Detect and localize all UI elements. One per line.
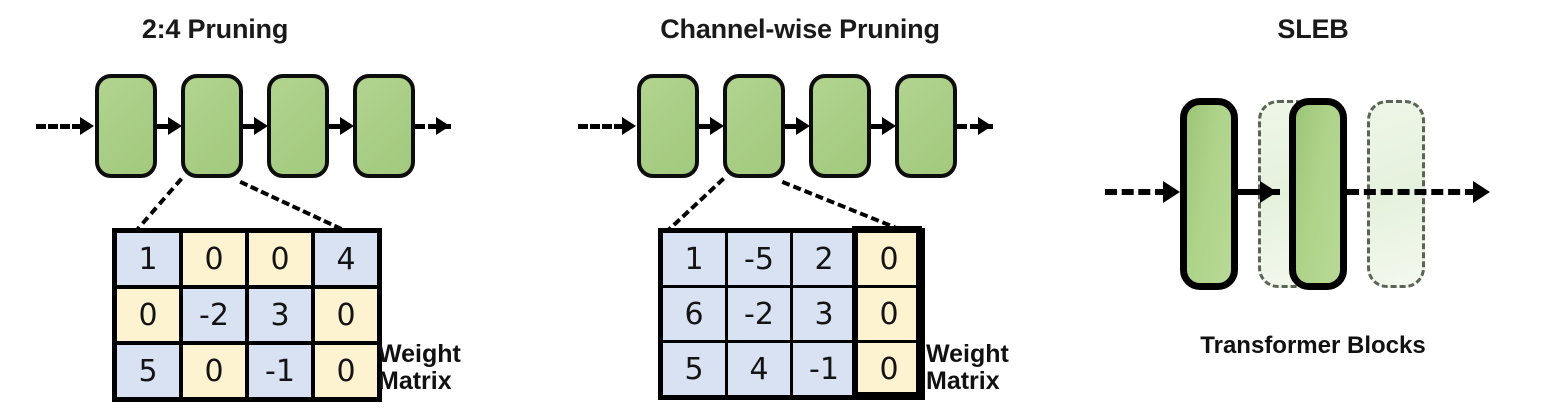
matrix-cell: 0	[858, 233, 920, 285]
connector-arrow-line-3	[329, 124, 343, 129]
matrix-cell: 0	[183, 345, 245, 397]
sleb-block-kept-2[interactable]	[1289, 98, 1347, 290]
panel-title-sleb: SLEB	[1277, 14, 1349, 44]
panel-sleb: SLEB Transformer Blocks	[1070, 0, 1556, 408]
connector-arrow-head-1	[710, 117, 724, 135]
transformer-block-4[interactable]	[353, 74, 415, 178]
transformer-block-2[interactable]	[723, 74, 785, 178]
weight-matrix-label: Weight Matrix	[926, 340, 1009, 395]
connector-arrow-line-3	[871, 124, 885, 129]
weight-matrix-label: Weight Matrix	[378, 340, 461, 395]
panel-title-channel-wise-pruning: Channel-wise Pruning	[660, 14, 940, 44]
matrix-cell: 0	[183, 233, 245, 285]
matrix-cell: 0	[858, 343, 920, 395]
matrix-cell: -2	[728, 288, 790, 340]
transformer-block-1[interactable]	[95, 74, 157, 178]
matrix-cell: 0	[315, 289, 377, 341]
output-arrow-head	[436, 117, 450, 135]
matrix-cell: 3	[249, 289, 311, 341]
connector-arrow-line-2	[243, 124, 257, 129]
transformer-block-4[interactable]	[895, 74, 957, 178]
matrix-cell: -5	[728, 233, 790, 285]
output-arrow-head	[978, 117, 992, 135]
matrix-cell: 2	[793, 233, 855, 285]
sleb-caption: Transformer Blocks	[1200, 332, 1426, 359]
input-arrow-head	[80, 117, 94, 135]
input-arrow-line	[578, 124, 624, 129]
matrix-cell: -2	[183, 289, 245, 341]
transformer-block-3[interactable]	[267, 74, 329, 178]
matrix-cell: 1	[663, 233, 725, 285]
matrix-cell: 4	[315, 233, 377, 285]
sleb-skip-arrow-head-1	[1260, 181, 1277, 203]
connector-arrow-head-3	[882, 117, 896, 135]
panel-channel-wise-pruning: Channel-wise Pruning 1 -5 2 0 6 -2 3 0 5…	[530, 0, 1070, 408]
input-arrow-head	[622, 117, 636, 135]
matrix-cell: 0	[249, 233, 311, 285]
weight-matrix-2-4: 1 0 0 4 0 -2 3 0 5 0 -1 0	[112, 228, 382, 402]
output-arrow-line	[415, 124, 451, 129]
matrix-cell: 6	[663, 288, 725, 340]
matrix-cell: 4	[728, 343, 790, 395]
output-arrow-line	[957, 124, 993, 129]
connector-arrow-head-2	[796, 117, 810, 135]
weight-matrix-channel: 1 -5 2 0 6 -2 3 0 5 4 -1 0	[658, 228, 925, 400]
sleb-input-arrow-head	[1163, 181, 1180, 203]
transformer-block-3[interactable]	[809, 74, 871, 178]
panel-2-4-pruning: 2:4 Pruning 1 0 0 4 0 -2 3 0 5 0 -1 0	[0, 0, 530, 408]
transformer-block-2[interactable]	[181, 74, 243, 178]
panel-title-2-4-pruning: 2:4 Pruning	[141, 14, 289, 44]
matrix-cell: -1	[793, 343, 855, 395]
connector-arrow-head-2	[254, 117, 268, 135]
matrix-cell: 0	[315, 345, 377, 397]
transformer-block-1[interactable]	[637, 74, 699, 178]
matrix-cell: 1	[117, 233, 179, 285]
connector-arrow-line-1	[699, 124, 713, 129]
connector-arrow-head-3	[340, 117, 354, 135]
matrix-cell: 5	[117, 345, 179, 397]
connector-arrow-line-2	[785, 124, 799, 129]
sleb-input-arrow-line	[1105, 189, 1167, 195]
sleb-output-arrow-head	[1473, 181, 1490, 203]
matrix-cell: 3	[793, 288, 855, 340]
connector-arrow-head-1	[168, 117, 182, 135]
sleb-output-arrow-line	[1347, 189, 1477, 195]
sleb-block-kept-1[interactable]	[1180, 98, 1238, 290]
connector-arrow-line-1	[157, 124, 171, 129]
sleb-skip-arrow-line-1	[1238, 189, 1280, 195]
matrix-cell: 0	[858, 288, 920, 340]
leader-line-left	[663, 177, 725, 235]
matrix-cell: 0	[117, 289, 179, 341]
matrix-cell: 5	[663, 343, 725, 395]
input-arrow-line	[36, 124, 82, 129]
matrix-cell: -1	[249, 345, 311, 397]
